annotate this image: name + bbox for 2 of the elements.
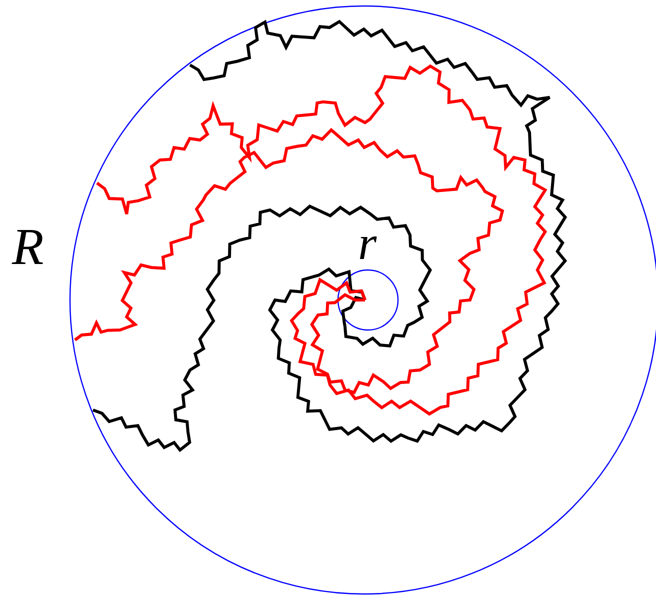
radius-label: R bbox=[12, 222, 44, 274]
radius-label: r bbox=[358, 220, 377, 268]
